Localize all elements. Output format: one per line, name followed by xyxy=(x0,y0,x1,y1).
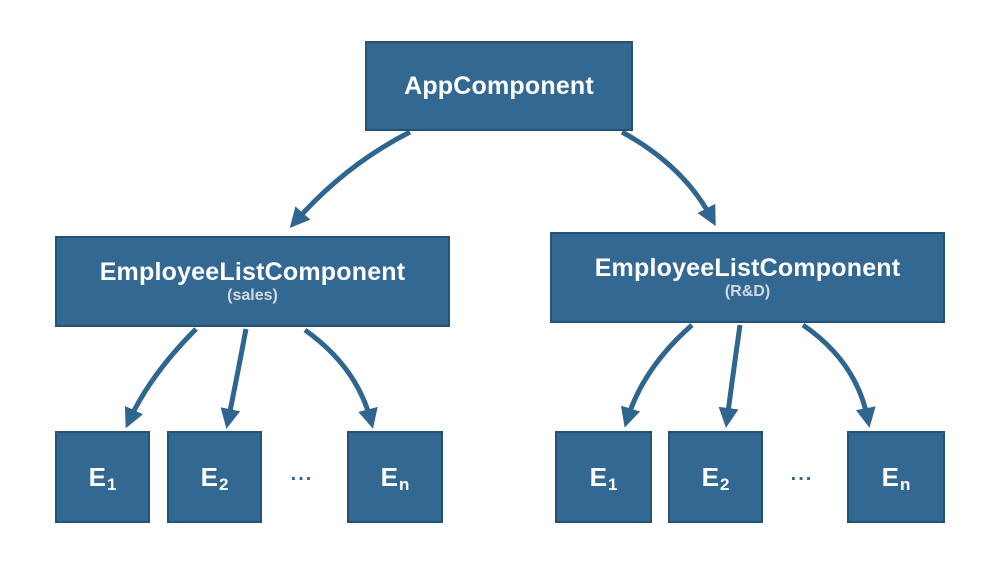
leaf-label: E2 xyxy=(200,461,229,494)
node-label: AppComponent xyxy=(404,72,594,100)
ellipsis-rnd: ... xyxy=(790,462,814,485)
arrow-app-to-sales xyxy=(289,129,412,229)
leaf-label: E1 xyxy=(88,461,117,494)
node-sublabel: (sales) xyxy=(227,287,278,304)
arrow-rnd-to-en xyxy=(801,322,876,428)
node-rnd-en: En xyxy=(847,431,945,523)
node-rnd-e2: E2 xyxy=(668,431,763,523)
node-sublabel: (R&D) xyxy=(724,283,771,300)
node-sales-en: En xyxy=(347,431,443,523)
leaf-label: En xyxy=(380,461,410,494)
node-sales-e1: E1 xyxy=(55,431,150,523)
leaf-label: E1 xyxy=(589,461,618,494)
node-employee-list-sales: EmployeeListComponent (sales) xyxy=(55,236,450,327)
node-rnd-e1: E1 xyxy=(555,431,652,523)
node-label: EmployeeListComponent xyxy=(99,258,406,286)
arrow-rnd-to-e2 xyxy=(718,324,743,428)
ellipsis-sales: ... xyxy=(290,462,314,485)
arrow-sales-to-en xyxy=(303,327,378,429)
arrow-sales-to-e1 xyxy=(124,327,198,429)
leaf-label: E2 xyxy=(701,461,730,494)
leaf-label: En xyxy=(881,461,911,494)
node-sales-e2: E2 xyxy=(167,431,262,523)
node-employee-list-rnd: EmployeeListComponent (R&D) xyxy=(550,232,945,323)
node-label: EmployeeListComponent xyxy=(594,254,901,282)
node-app-component: AppComponent xyxy=(365,41,633,131)
arrow-app-to-rnd xyxy=(620,129,716,227)
arrow-sales-to-e2 xyxy=(220,328,249,429)
arrow-rnd-to-e1 xyxy=(620,323,694,428)
